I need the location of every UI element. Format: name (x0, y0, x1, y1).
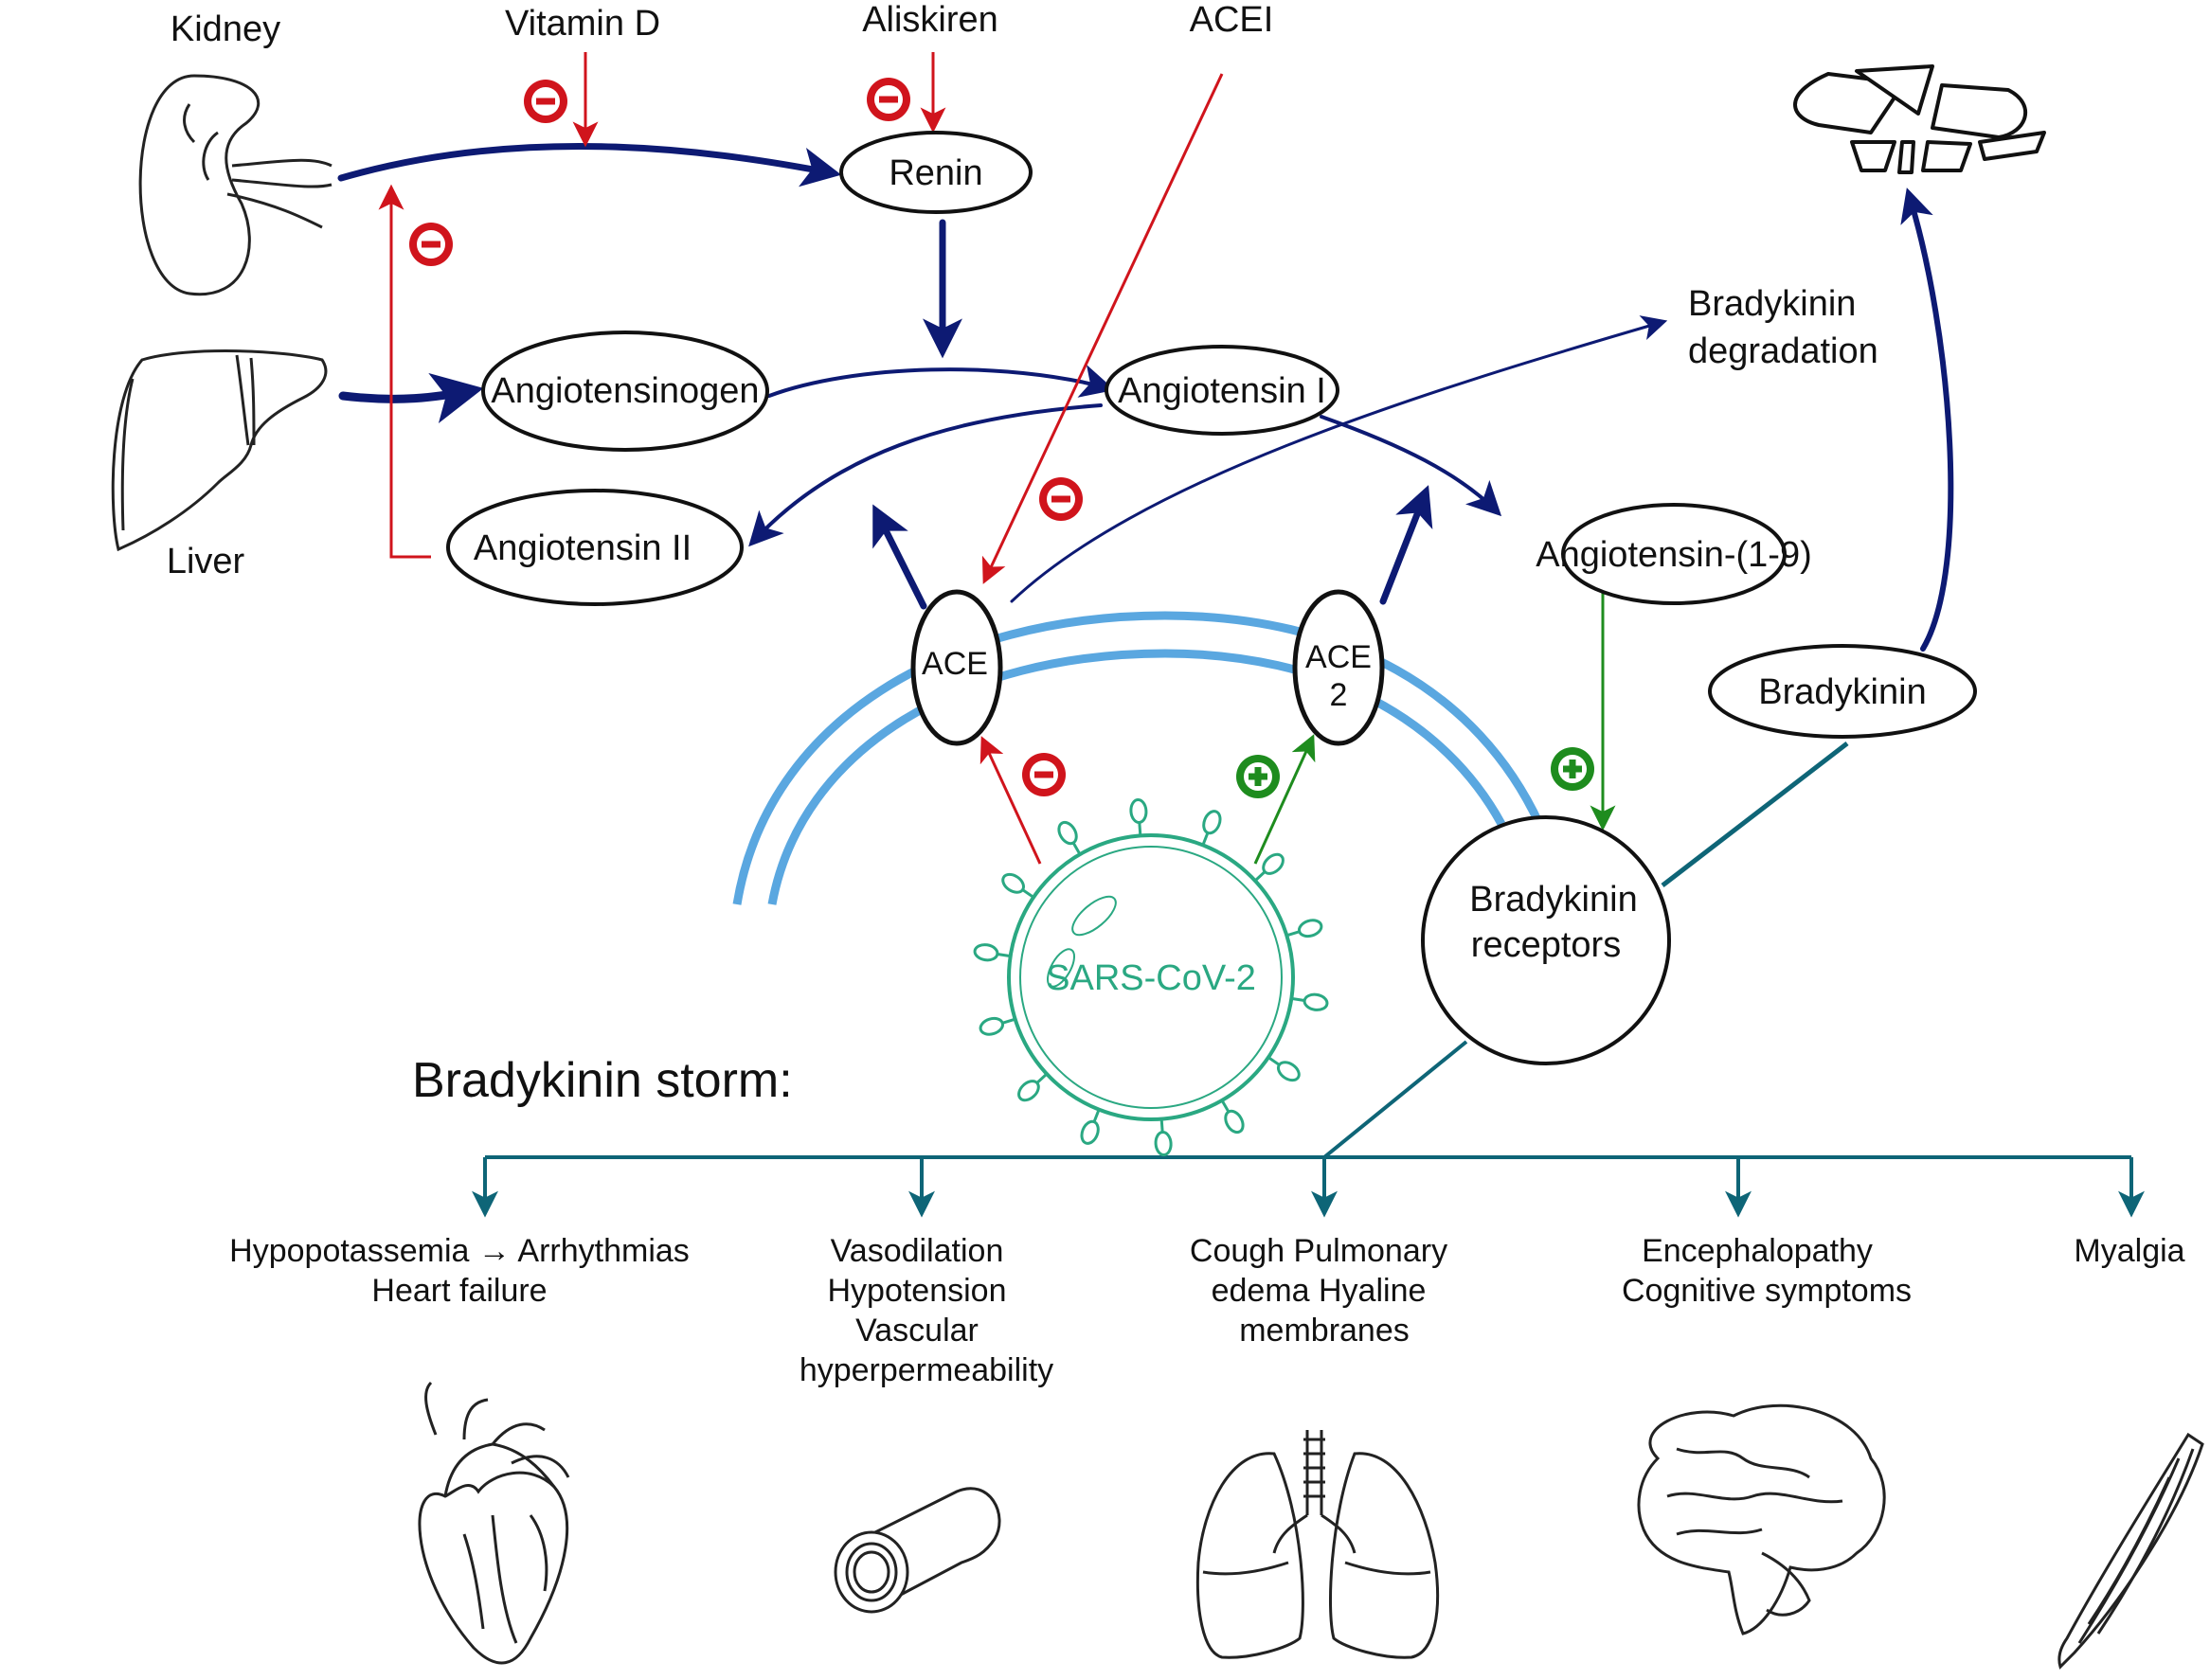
bradykinin-fragments-icon (1793, 64, 2046, 174)
minus-sign-icon (1039, 477, 1083, 521)
ace2-activity-arrow (1379, 485, 1433, 605)
blood-vessel-icon (834, 1487, 1001, 1614)
angiotensinogen-label: Angiotensinogen (491, 371, 759, 411)
effect-lungs-line3: membranes (1239, 1313, 1410, 1349)
liver-label: Liver (167, 542, 245, 581)
brain-icon (1637, 1403, 1886, 1635)
virus-spike-head (1129, 798, 1148, 824)
effect-vessel-line4: hyperpermeability (800, 1352, 1053, 1388)
virus-spike-head (973, 943, 999, 962)
activation-arrows (1253, 592, 1616, 865)
node-angiotensin-ii: Angiotensin II (446, 489, 744, 606)
node-angiotensin-1-9: Angiotensin-(1-9) (1536, 503, 1812, 605)
node-ace2: ACE 2 (1292, 589, 1385, 746)
effect-vessel: Vasodilation Hypotension Vascular hyperp… (800, 1233, 1053, 1388)
effect-vessel-line3: Vascular (855, 1313, 979, 1349)
plus-sign-icon (1551, 747, 1594, 791)
virus-spike-head (1303, 992, 1329, 1011)
kidney-to-renin-arrow (337, 142, 842, 188)
ace-to-bradykinin-degradation-arrow (1010, 315, 1668, 603)
pathway-arrows (337, 142, 1954, 652)
plus-sign-icon (1236, 755, 1280, 798)
angiotensinogen-to-angiotensin-i-arrow (767, 365, 1115, 398)
muscle-icon (2057, 1432, 2204, 1670)
effect-lungs-line1: Cough Pulmonary (1190, 1233, 1447, 1269)
virus-spike-head (1154, 1131, 1173, 1156)
effect-heart: Hypopotassemia → Arrhythmias Heart failu… (229, 1233, 690, 1309)
bradykinin-receptors-label-line2: receptors (1471, 925, 1621, 965)
liver-to-angiotensinogen-arrow (338, 372, 484, 423)
effect-lungs-line2: edema Hyaline (1212, 1273, 1427, 1309)
node-renin: Renin (839, 131, 1033, 214)
angiotensin-i-label: Angiotensin I (1118, 371, 1326, 411)
storm-connectors (472, 742, 2145, 1218)
acei-inhibition-arrow (981, 73, 1224, 584)
node-bradykinin: Bradykinin (1708, 644, 1977, 739)
ace2-label-line1: ACE (1305, 639, 1372, 675)
effect-muscle: Myalgia (2074, 1233, 2184, 1269)
virus-spike-head (1057, 820, 1078, 846)
bradykinin-degradation-label-line1: Bradykinin (1688, 284, 1856, 324)
virus-spike-head (1001, 872, 1026, 894)
kidney-label: Kidney (171, 9, 280, 49)
minus-sign-icon (867, 78, 910, 121)
node-angiotensin-i: Angiotensin I (1105, 345, 1339, 436)
angiotensin-1-9-label: Angiotensin-(1-9) (1536, 535, 1811, 575)
effect-vessel-line2: Hypotension (827, 1273, 1006, 1309)
effect-muscle-line1: Myalgia (2074, 1233, 2184, 1269)
effect-heart-line2: Heart failure (371, 1273, 547, 1309)
sign-badges (409, 78, 1594, 798)
bradykinin-receptors-label-line1: Bradykinin (1469, 880, 1637, 920)
kidney-icon (138, 74, 332, 296)
virus-spike-head (1224, 1109, 1245, 1135)
ace2-label-line2: 2 (1330, 677, 1348, 713)
effect-lungs: Cough Pulmonary edema Hyaline membranes (1190, 1233, 1447, 1349)
effect-heart-line1: Hypopotassemia → Arrhythmias (229, 1233, 690, 1269)
lungs-icon (1195, 1430, 1440, 1659)
angiotensin-i-to-angiotensin-1-9-arrow (1320, 415, 1502, 517)
node-angiotensinogen: Angiotensinogen (481, 331, 769, 452)
renin-label: Renin (889, 153, 982, 193)
acei-label: ACEI (1190, 0, 1274, 40)
virus-spike-head (979, 1016, 1005, 1036)
sars-cov-2-label: SARS-CoV-2 (1046, 958, 1256, 998)
node-bradykinin-receptors: Bradykinin receptors (1421, 815, 1671, 1065)
minus-sign-icon (409, 223, 453, 266)
heart-icon (418, 1381, 570, 1665)
aliskiren-label: Aliskiren (862, 0, 998, 40)
angiotensin-ii-label: Angiotensin II (474, 528, 692, 568)
effect-brain: Encephalopathy Cognitive symptoms (1622, 1233, 1912, 1309)
virus-spike-head (1202, 810, 1222, 835)
effect-brain-line1: Encephalopathy (1642, 1233, 1873, 1269)
minus-sign-icon (524, 80, 567, 123)
virus-spike-head (1276, 1061, 1301, 1082)
node-ace: ACE (910, 589, 1003, 746)
minus-sign-icon (1022, 753, 1066, 796)
bradykinin-degradation-label-line2: degradation (1688, 331, 1878, 371)
virus-spike-head (1080, 1119, 1100, 1145)
bradykinin-to-degradation-fragments-arrow (1900, 188, 1954, 652)
cell-membrane (732, 611, 1544, 905)
ace-label: ACE (922, 646, 988, 682)
virus-spike-head (1017, 1080, 1040, 1102)
effect-vessel-line1: Vasodilation (831, 1233, 1004, 1269)
virus-ace2-activation-arrow (1253, 734, 1316, 865)
bradykinin-storm-title: Bradykinin storm: (412, 1053, 793, 1108)
angiotensin-i-to-angiotensin-ii-arrow (748, 403, 1103, 547)
effect-brain-line2: Cognitive symptoms (1622, 1273, 1912, 1309)
inhibition-arrows (378, 52, 1224, 865)
liver-icon (111, 349, 328, 552)
virus-spike-head (1297, 919, 1323, 938)
angiotensin-ii-feedback-arrow (378, 184, 431, 559)
bradykinin-label: Bradykinin (1758, 672, 1926, 712)
virus-ace-inhibition-arrow (979, 736, 1042, 865)
virus-spike-head (1262, 852, 1285, 875)
ace-activity-arrow (872, 504, 927, 610)
vitamin-d-label: Vitamin D (505, 4, 660, 44)
sars-cov-2-virus-icon (973, 798, 1329, 1156)
